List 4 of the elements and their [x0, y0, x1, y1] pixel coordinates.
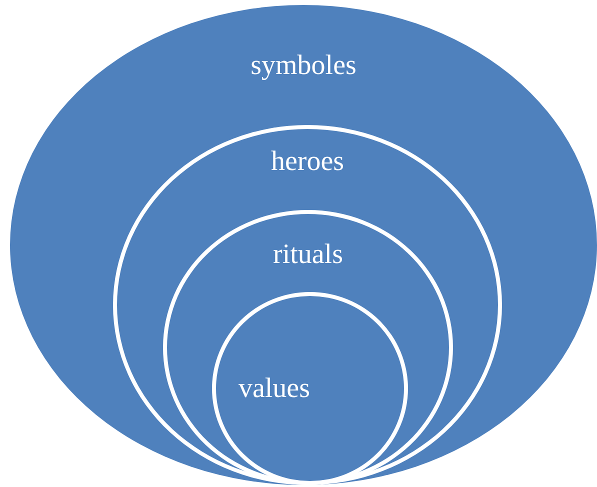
- ellipse-label: values: [238, 372, 310, 406]
- ellipse-label: rituals: [273, 238, 343, 272]
- ellipse-label: symboles: [250, 49, 356, 83]
- ellipse-label: heroes: [270, 145, 344, 179]
